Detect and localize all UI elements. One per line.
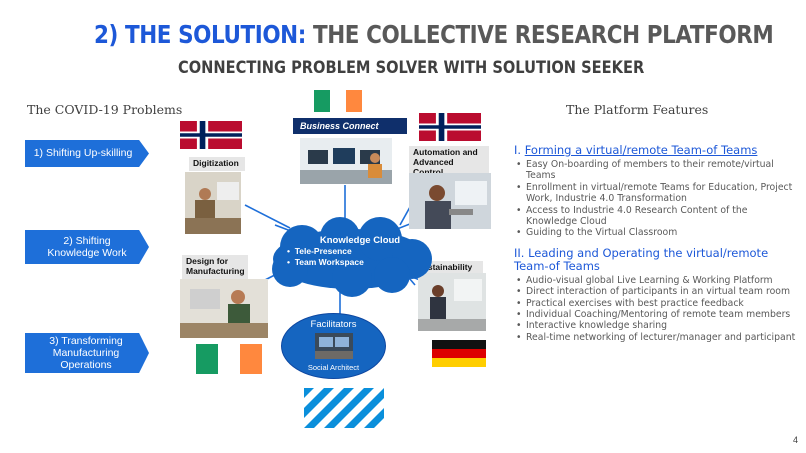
feature-item: Easy On-boarding of members to their rem… <box>516 159 796 182</box>
digitization-photo <box>185 172 241 234</box>
section-2-heading: II. Leading and Operating the virtual/re… <box>514 245 769 273</box>
cloud-item-text: Tele-Presence <box>294 246 352 256</box>
page-title: 2) THE SOLUTION: THE COLLECTIVE RESEARCH… <box>94 20 774 49</box>
section-1-list: Easy On-boarding of members to their rem… <box>514 159 796 239</box>
cloud-title: Knowledge Cloud <box>319 235 401 246</box>
section-2-list: Audio-visual global Live Learning & Work… <box>514 275 796 344</box>
feature-item: Individual Coaching/Mentoring of remote … <box>516 309 796 321</box>
bavaria-flag-icon <box>304 388 384 428</box>
norway-flag-icon-2 <box>419 113 481 141</box>
problems-heading: The COVID-19 Problems <box>27 102 183 117</box>
feature-item: Direct interaction of participants in an… <box>516 286 796 298</box>
feature-item: Audio-visual global Live Learning & Work… <box>516 275 796 287</box>
bullet-icon: • <box>287 246 295 256</box>
feature-item: Enrollment in virtual/remote Teams for E… <box>516 182 796 205</box>
design-label: Design for Manufacturing <box>182 255 248 279</box>
knowledge-cloud-shape <box>272 217 432 297</box>
cloud-items: • Tele-Presence • Team Workspace <box>287 246 364 268</box>
cloud-item: • Tele-Presence <box>287 246 364 257</box>
section-1-heading: I. Forming a virtual/remote Team-of Team… <box>514 144 796 157</box>
page-subtitle: CONNECTING PROBLEM SOLVER WITH SOLUTION … <box>178 58 645 78</box>
feature-item: Access to Industrie 4.0 Research Content… <box>516 205 796 228</box>
feature-item: Real-time networking of lecturer/manager… <box>516 332 796 344</box>
digitization-label: Digitization <box>189 157 245 171</box>
cloud-item: • Team Workspace <box>287 257 364 268</box>
feature-item: Guiding to the Virtual Classroom <box>516 227 796 239</box>
page-number: 4 <box>792 435 798 445</box>
problem-2-chevron: 2) Shifting Knowledge Work <box>25 230 149 264</box>
facilitators-label: Facilitators <box>310 319 357 330</box>
ireland-flag-icon <box>314 90 362 112</box>
facilitators-photo <box>315 333 353 359</box>
bullet-icon: • <box>287 257 295 267</box>
norway-flag-icon <box>180 121 242 149</box>
problem-3-chevron: 3) Transforming Manufacturing Operations <box>25 333 149 373</box>
feature-item: Interactive knowledge sharing <box>516 320 796 332</box>
germany-flag-icon <box>432 340 486 367</box>
sustainability-photo <box>418 273 486 331</box>
business-connect-label: Business Connect <box>293 118 407 134</box>
problem-1-chevron: 1) Shifting Up-skilling <box>25 140 149 167</box>
ireland-flag-icon-2 <box>196 344 262 374</box>
cloud-item-text: Team Workspace <box>294 257 364 267</box>
business-connect-photo <box>300 138 392 184</box>
features-list: I. Forming a virtual/remote Team-of Team… <box>514 144 796 351</box>
features-heading: The Platform Features <box>566 102 709 117</box>
section-1-title: Forming a virtual/remote Team-of Teams <box>524 143 758 157</box>
title-prefix: 2) THE SOLUTION: <box>94 20 306 49</box>
section-1-number: I. <box>514 143 522 157</box>
title-main: THE COLLECTIVE RESEARCH PLATFORM <box>312 20 774 49</box>
feature-item: Practical exercises with best practice f… <box>516 298 796 310</box>
social-architect-label: Social Architect <box>307 363 360 372</box>
design-photo <box>180 279 268 338</box>
automation-photo <box>409 173 491 229</box>
